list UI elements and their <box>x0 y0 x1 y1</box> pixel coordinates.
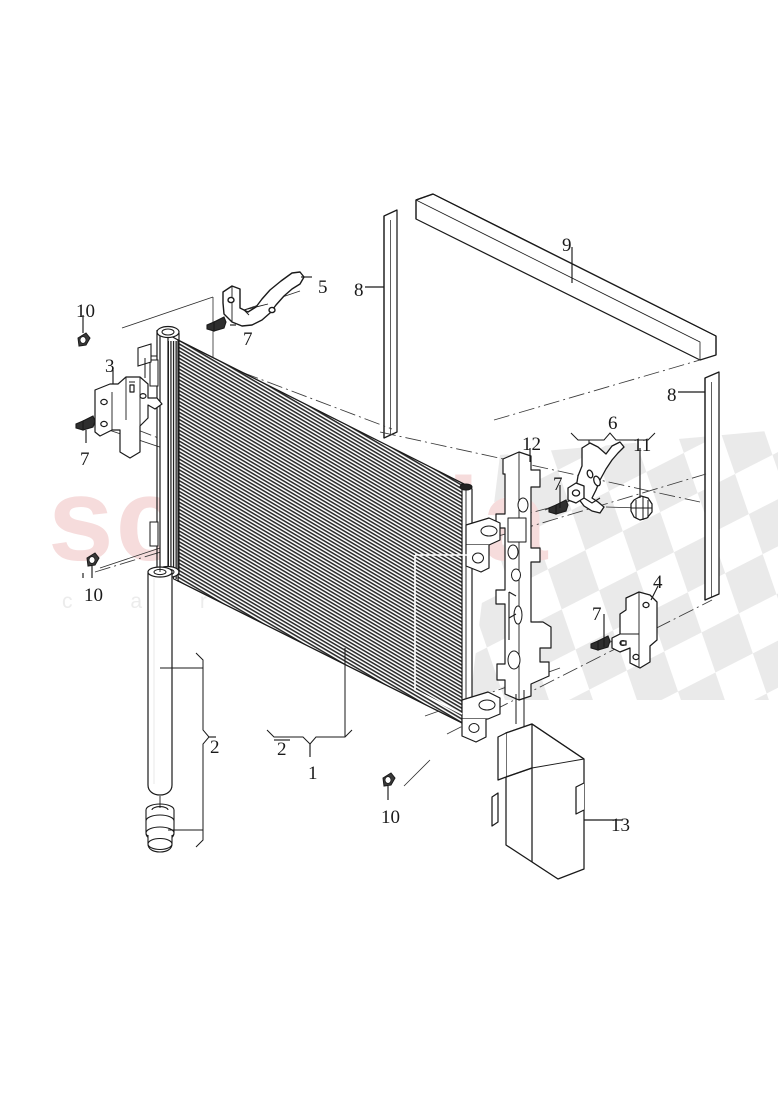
callout-7-left: 7 <box>80 449 90 470</box>
callout-3: 3 <box>105 356 115 377</box>
callout-9: 9 <box>562 235 572 256</box>
clip-left <box>86 552 100 567</box>
part-6-line-retaining-bracket <box>567 441 625 514</box>
callout-5: 5 <box>318 277 328 298</box>
part-7-bolts <box>75 316 611 651</box>
bolt-top <box>206 316 227 332</box>
callout-7-mid: 7 <box>553 474 563 495</box>
callout-1: 1 <box>308 763 318 784</box>
part-4-lower-right-bracket <box>611 591 658 669</box>
bolt-left <box>75 415 96 431</box>
part-2-receiver-drier-tube <box>145 560 175 853</box>
clip-bottom <box>382 772 396 787</box>
clip-top <box>77 332 91 347</box>
part-5-upper-retaining-clip <box>222 271 305 327</box>
part-10-clip-fasteners <box>77 332 396 787</box>
callout-2-tube: 2 <box>210 737 220 758</box>
part-8-right-air-guide-strip <box>704 371 720 601</box>
callout-13: 13 <box>611 815 630 836</box>
callout-10-left: 10 <box>84 585 103 606</box>
callout-leader-lines <box>82 247 705 821</box>
callout-10-top: 10 <box>76 301 95 322</box>
callout-12: 12 <box>522 434 541 455</box>
callout-4: 4 <box>653 572 663 593</box>
callout-7-top: 7 <box>243 329 253 350</box>
callout-11: 11 <box>633 435 652 456</box>
part-9-upper-air-guide-rail <box>415 193 717 361</box>
part-1-condenser-core <box>149 325 501 743</box>
part-11-line-clamp <box>630 495 653 521</box>
callout-2-core: 2 <box>277 739 287 760</box>
callout-10-bottom: 10 <box>381 807 400 828</box>
callout-8-left: 8 <box>354 280 364 301</box>
callout-7-right: 7 <box>592 604 602 625</box>
callout-8-right: 8 <box>667 385 677 406</box>
part-8-left-air-guide-strip <box>383 209 398 439</box>
bolt-mid <box>548 499 569 515</box>
callout-6: 6 <box>608 413 618 434</box>
part-13-insulation-block <box>491 723 585 880</box>
condenser-left-upper-tab <box>137 343 157 378</box>
part-3-upper-left-bracket <box>94 376 163 459</box>
part-12-side-air-deflector <box>495 451 552 730</box>
